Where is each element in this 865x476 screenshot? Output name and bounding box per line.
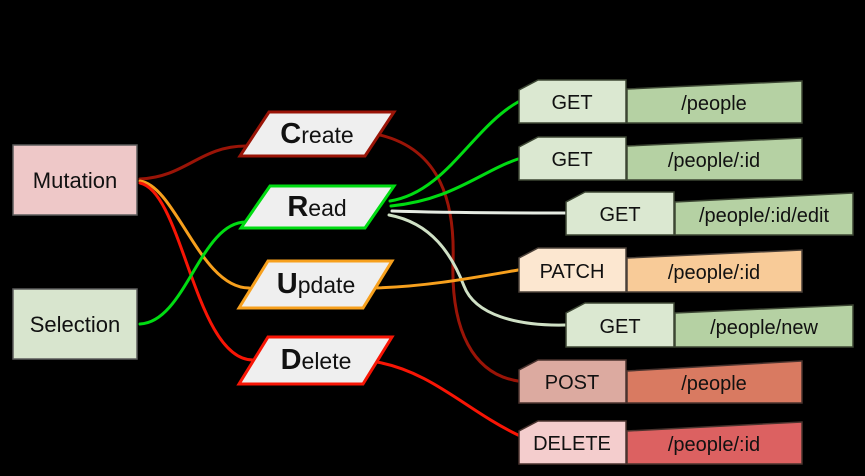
create-parallelogram	[237, 110, 397, 158]
connector-read-get-people-id-edit	[390, 209, 567, 215]
delete-label: Delete	[281, 344, 352, 376]
connector-read-get-people-id	[389, 157, 520, 208]
crud-delete-node: Delete	[236, 335, 395, 386]
route-banner	[626, 137, 803, 181]
route-path-label: /people/:id/edit	[699, 205, 830, 227]
route-row-get-people-id-edit: GET /people/:id/edit	[565, 191, 854, 236]
method-label: POST	[545, 372, 599, 394]
route-row-delete-people-id: DELETE /people/:id	[518, 420, 803, 465]
connector-delete-delete	[375, 360, 520, 437]
route-banner	[626, 360, 803, 404]
route-path-label: /people/:id	[668, 150, 760, 172]
crud-create-node: Create	[237, 110, 397, 158]
connector-mutation-delete	[138, 181, 255, 362]
update-parallelogram	[236, 259, 395, 310]
route-row-patch-people-id: PATCH /people/:id	[518, 247, 803, 293]
route-path-label: /people/new	[710, 317, 818, 339]
connector-mutation-create	[138, 144, 248, 181]
connector-mutation-update	[138, 179, 251, 290]
connector-update-patch	[370, 268, 520, 290]
method-label: DELETE	[533, 433, 611, 455]
route-banner	[626, 80, 803, 124]
method-tag	[565, 302, 675, 348]
method-label: GET	[599, 316, 640, 338]
update-label: Update	[277, 268, 356, 300]
route-banner	[626, 421, 803, 465]
read-parallelogram	[238, 184, 397, 230]
mutation-box	[12, 144, 138, 216]
route-banner	[674, 304, 854, 348]
crud-update-node: Update	[236, 259, 395, 310]
method-tag	[518, 420, 627, 465]
method-label: GET	[551, 92, 592, 114]
connector-read-get-people-new	[387, 213, 567, 327]
create-label: Create	[280, 118, 353, 150]
read-label: Read	[287, 191, 346, 223]
delete-parallelogram	[236, 335, 395, 386]
method-label: PATCH	[540, 261, 605, 283]
method-label: GET	[551, 149, 592, 171]
method-tag	[518, 136, 627, 181]
route-path-label: /people/:id	[668, 262, 760, 284]
connector-selection-read	[138, 220, 248, 326]
connector-lines	[138, 100, 567, 437]
route-banner	[626, 249, 803, 293]
method-tag	[518, 79, 627, 124]
selection-box	[12, 288, 138, 360]
route-row-get-people-new: GET /people/new	[565, 302, 854, 348]
selection-node: Selection	[12, 288, 138, 360]
crud-read-node: Read	[238, 184, 397, 230]
route-row-get-people-id: GET /people/:id	[518, 136, 803, 181]
route-banner	[674, 192, 854, 236]
method-tag	[518, 247, 627, 293]
route-path-label: /people/:id	[668, 434, 760, 456]
route-row-get-people: GET /people	[518, 79, 803, 124]
selection-label: Selection	[30, 312, 121, 337]
method-tag	[518, 359, 627, 404]
mutation-node: Mutation	[12, 144, 138, 216]
method-label: GET	[599, 204, 640, 226]
route-path-label: /people	[681, 373, 747, 395]
mutation-label: Mutation	[33, 168, 117, 193]
connector-read-get-people	[388, 100, 520, 203]
method-tag	[565, 191, 675, 236]
route-row-post-people: POST /people	[518, 359, 803, 404]
route-path-label: /people	[681, 93, 747, 115]
